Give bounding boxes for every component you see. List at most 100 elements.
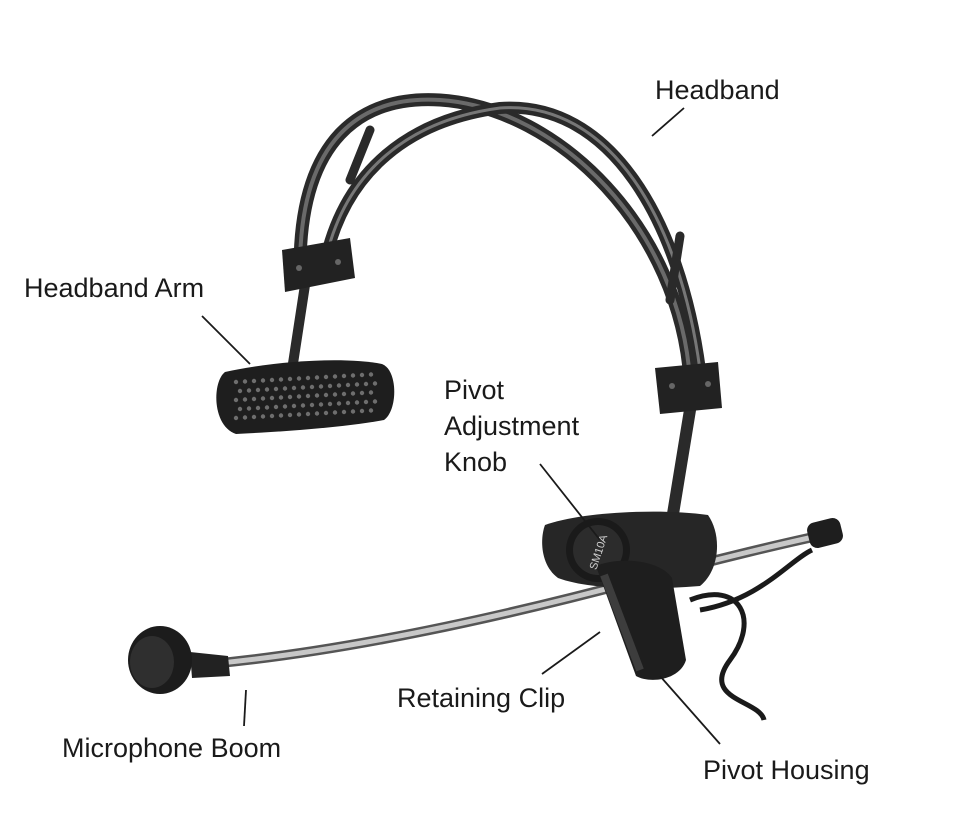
pad-dot xyxy=(305,393,311,399)
band-slider-right xyxy=(655,362,722,414)
pad-dot xyxy=(260,414,266,419)
headband xyxy=(287,93,706,526)
pad-dot xyxy=(359,390,365,396)
pad-dot xyxy=(359,372,365,378)
pad-dot xyxy=(233,397,239,403)
pad-dot xyxy=(372,399,378,404)
pad-dot xyxy=(242,379,248,384)
pad-dot xyxy=(309,384,315,390)
pad-dot xyxy=(372,381,378,386)
label-pivot-line3: Knob xyxy=(444,447,508,477)
pad-dot xyxy=(323,392,329,398)
pad-dot xyxy=(282,404,288,409)
pad-dot xyxy=(323,374,329,380)
pad-dot xyxy=(332,410,338,415)
pad-dot xyxy=(300,403,306,408)
label-pivot-housing: Pivot Housing xyxy=(703,755,870,785)
pad-dot xyxy=(251,396,257,402)
pad-dot xyxy=(296,394,302,399)
pad-dot xyxy=(273,404,279,410)
pad-dot xyxy=(332,392,338,397)
label-pivot-line1: Pivot xyxy=(444,375,505,405)
pad-dot xyxy=(350,373,356,378)
label-headband: Headband xyxy=(655,75,780,105)
pad-dot xyxy=(300,385,306,390)
pad-dot xyxy=(314,393,320,398)
pad-dot xyxy=(350,409,356,414)
pad-dot xyxy=(242,397,248,402)
pad-dot xyxy=(336,401,342,406)
pad-dot xyxy=(354,382,360,387)
pad-dot xyxy=(296,376,302,381)
leader-retaining-clip xyxy=(541,631,601,675)
pad-dot xyxy=(363,399,369,405)
pad-dot xyxy=(296,412,302,417)
pad-dot xyxy=(246,388,252,393)
pad-dot xyxy=(368,372,374,377)
leader-pivot-knob xyxy=(539,463,601,541)
leader-headband xyxy=(651,107,685,137)
pad-dot xyxy=(269,395,275,401)
pad-dot xyxy=(287,376,293,382)
pad-dot xyxy=(314,375,320,380)
pad-dot xyxy=(242,415,248,420)
pad-dot xyxy=(287,394,293,400)
pad-dot xyxy=(260,378,266,383)
pad-dot xyxy=(345,382,351,388)
pad-dot xyxy=(345,400,351,406)
label-headband-arm: Headband Arm xyxy=(24,273,205,303)
pad-dot xyxy=(273,386,279,392)
pad-dot xyxy=(237,388,243,394)
pad-dot xyxy=(341,373,347,379)
pad-dot xyxy=(314,411,320,416)
pad-dot xyxy=(350,391,356,396)
pad-dot xyxy=(251,378,257,384)
pad-dot xyxy=(341,409,347,415)
label-pivot-adjustment-knob: Pivot Adjustment Knob xyxy=(444,372,579,480)
pad-dot xyxy=(327,383,333,389)
leader-headband-arm xyxy=(201,315,251,365)
pad-dot xyxy=(323,410,329,416)
pad-dot xyxy=(246,406,252,411)
pad-dot xyxy=(237,406,243,412)
pad-dot xyxy=(233,415,239,421)
pad-dot xyxy=(359,408,365,414)
pad-dot xyxy=(269,413,275,419)
label-retaining-clip: Retaining Clip xyxy=(397,683,566,713)
pad-dot xyxy=(291,385,297,391)
label-pivot-line2: Adjustment xyxy=(444,411,580,441)
pad-dot xyxy=(327,401,333,407)
pad-dot xyxy=(255,387,261,393)
pad-dot xyxy=(341,391,347,397)
pad-dot xyxy=(278,377,284,382)
pad-dot xyxy=(278,395,284,400)
leader-pivot-housing xyxy=(659,675,721,745)
headband-arm-pad xyxy=(216,360,395,434)
label-microphone-boom: Microphone Boom xyxy=(62,733,282,763)
pad-dot xyxy=(282,386,288,391)
band-slider-left xyxy=(282,238,355,292)
pad-dot xyxy=(305,375,311,381)
pad-dot xyxy=(255,405,261,411)
pad-dot xyxy=(269,377,275,383)
pivot-assembly xyxy=(542,511,814,721)
microphone-boom-graphic xyxy=(128,517,843,694)
pad-dot xyxy=(332,374,338,379)
pad-dot xyxy=(368,390,374,395)
leader-microphone-boom xyxy=(243,689,247,727)
pad-dot xyxy=(278,413,284,418)
pad-dot xyxy=(287,412,293,418)
pad-dot xyxy=(305,411,311,417)
pad-dot xyxy=(336,383,342,388)
pad-dot xyxy=(318,402,324,407)
pad-dot xyxy=(363,381,369,387)
pad-dot xyxy=(318,384,324,389)
pad-dot xyxy=(233,379,239,385)
pad-dot xyxy=(368,408,374,413)
pad-dot xyxy=(260,396,266,401)
pad-dot xyxy=(251,414,257,420)
pad-dot xyxy=(264,405,270,410)
pad-dot xyxy=(291,403,297,409)
